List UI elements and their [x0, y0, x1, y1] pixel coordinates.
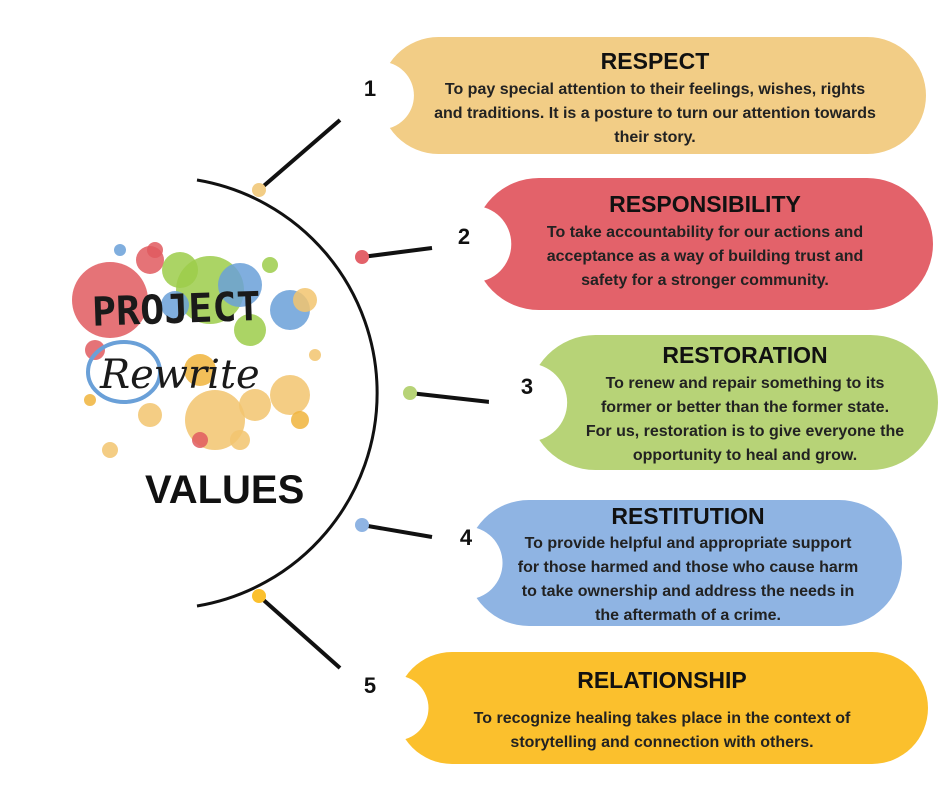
card-number: 5	[364, 673, 376, 698]
card-description-line: storytelling and connection with others.	[510, 734, 813, 751]
splatter-blob	[291, 411, 309, 429]
card-description-line: and traditions. It is a posture to turn …	[434, 105, 876, 122]
splatter-blob	[293, 288, 317, 312]
card-notch	[434, 205, 512, 283]
splatter-blob	[114, 244, 126, 256]
splatter-blob	[85, 340, 105, 360]
card-title: RELATIONSHIP	[577, 667, 747, 693]
arc-dot-4	[355, 518, 369, 532]
connectors	[257, 118, 491, 670]
connector-5	[257, 594, 342, 670]
card-description-line: To pay special attention to their feelin…	[445, 81, 865, 98]
arc-dot-2	[355, 250, 369, 264]
card-description-line: For us, restoration is to give everyone …	[586, 423, 904, 440]
splatter-blob	[234, 314, 266, 346]
card-description-line: safety for a stronger community.	[581, 272, 829, 289]
connector-4	[361, 523, 433, 539]
value-cards: 1 RESPECT To pay special attention to thei…	[346, 37, 938, 764]
card-number: 3	[521, 374, 533, 399]
splatter-blob	[230, 430, 250, 450]
card-description-line: for those harmed and those who cause har…	[518, 559, 859, 576]
card-notch	[346, 61, 414, 130]
card-background	[396, 652, 928, 764]
arc-dot-5	[252, 589, 266, 603]
value-card-4: 4 RESTITUTION To provide helpful and appro…	[429, 500, 902, 626]
card-title: RESPONSIBILITY	[609, 191, 801, 217]
connector-1	[257, 118, 342, 192]
splatter-blob	[102, 442, 118, 458]
card-notch	[488, 363, 568, 442]
card-title: RESPECT	[601, 48, 710, 74]
card-notch	[363, 675, 429, 741]
card-description-line: former or better than the former state.	[601, 399, 889, 416]
arc-dots	[252, 183, 417, 603]
card-description-line: their story.	[614, 129, 696, 146]
splatter-blob	[309, 349, 321, 361]
card-notch	[429, 526, 503, 600]
splatter-blob	[192, 432, 208, 448]
splatter-blob	[72, 262, 148, 338]
value-card-5: 5 RELATIONSHIP To recognize healing takes …	[363, 652, 928, 764]
value-card-1: 1 RESPECT To pay special attention to thei…	[346, 37, 926, 154]
arc-dot-3	[403, 386, 417, 400]
splatter-blob	[218, 263, 262, 307]
card-background	[473, 178, 933, 310]
card-number: 1	[364, 76, 376, 101]
card-background	[528, 335, 938, 470]
splatter-blob	[184, 354, 216, 386]
value-card-2: 2 RESPONSIBILITY To take accountability fo…	[434, 178, 933, 310]
card-background	[466, 500, 902, 626]
card-description-line: To recognize healing takes place in the …	[474, 710, 851, 727]
splatter-blob	[161, 291, 189, 319]
card-description-line: To renew and repair something to its	[606, 375, 885, 392]
paint-splatter	[72, 242, 321, 458]
logo-word-rewrite: Rewrite	[99, 352, 260, 398]
card-description-line: the aftermath of a crime.	[595, 607, 781, 624]
card-title: RESTORATION	[662, 342, 827, 368]
card-description-line: to take ownership and address the needs …	[522, 583, 855, 600]
splatter-blob	[84, 394, 96, 406]
card-title: RESTITUTION	[611, 503, 764, 529]
splatter-blob	[138, 403, 162, 427]
splatter-blob	[270, 375, 310, 415]
card-description-line: To provide helpful and appropriate suppo…	[525, 535, 852, 552]
splatter-blob	[239, 389, 271, 421]
connector-2	[361, 246, 433, 259]
splatter-blob	[147, 242, 163, 258]
arc-dot-1	[252, 183, 266, 197]
card-description-line: opportunity to heal and grow.	[633, 447, 857, 464]
value-card-3: 3 RESTORATION To renew and repair somethin…	[488, 335, 938, 470]
card-number: 4	[460, 525, 473, 550]
splatter-blob	[262, 257, 278, 273]
card-description-line: To take accountability for our actions a…	[547, 224, 863, 241]
project-rewrite-logo: PROJECT Rewrite	[72, 242, 321, 458]
logo-circle	[86, 340, 162, 404]
splatter-blob	[162, 252, 198, 288]
values-heading: VALUES	[145, 468, 304, 512]
connector-3	[409, 391, 491, 404]
card-description-line: acceptance as a way of building trust an…	[547, 248, 864, 265]
logo-word-project: PROJECT	[91, 284, 261, 336]
card-number: 2	[458, 224, 470, 249]
timeline-arc	[196, 178, 379, 608]
card-background	[380, 37, 926, 154]
